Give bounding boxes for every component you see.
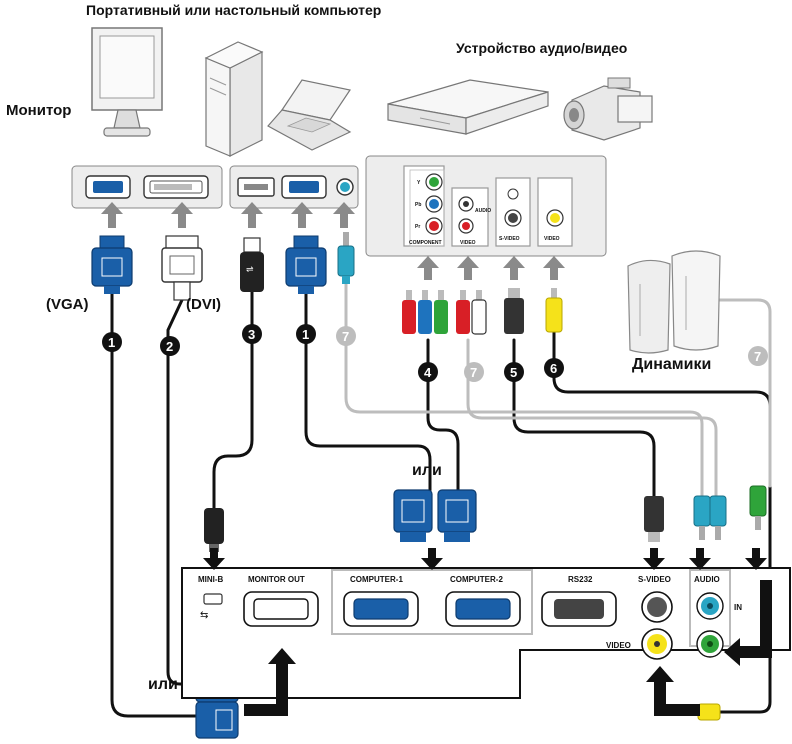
port-label-mini-b: MINI-B	[198, 575, 224, 584]
svg-text:⇌: ⇌	[246, 265, 254, 275]
av-output-panel: Y Pb Pr COMPONENT AUDIO VIDEO S-VIDEO VI…	[365, 155, 607, 257]
port-label-monitor-out: MONITOR OUT	[248, 575, 305, 584]
svideo-plug-lower	[644, 496, 664, 542]
computer-illustration	[204, 41, 352, 157]
av-device-label: Устройство аудио/видео	[456, 40, 628, 56]
arrow-up-icon	[101, 202, 123, 228]
cable-number-7c: 7	[754, 349, 761, 364]
port-label-in: IN	[734, 603, 742, 612]
vga-plug-computer	[285, 235, 327, 294]
arrow-up-icon	[457, 256, 479, 280]
projector-arrows	[203, 548, 772, 716]
arrow-up-icon	[333, 202, 355, 228]
computer-port-panel	[229, 165, 359, 209]
camcorder-illustration	[563, 77, 653, 141]
port-label-rs232: RS232	[568, 575, 593, 584]
cables	[110, 280, 772, 718]
vga-plug-pair	[393, 489, 477, 542]
arrow-down-icon	[203, 548, 225, 570]
arrow-down-icon	[643, 548, 665, 570]
cable-number-7a: 7	[342, 329, 349, 344]
speakers-label: Динамики	[632, 356, 712, 373]
arrow-up-icon	[543, 256, 565, 280]
cable-number-1b: 1	[302, 327, 309, 342]
video-rca-plug	[545, 288, 563, 333]
usb-icon: ⇆	[200, 610, 208, 621]
vga-label: (VGA)	[46, 296, 89, 313]
av-video-label-2: VIDEO	[544, 236, 560, 242]
dvi-plug	[161, 235, 203, 301]
component-plugs	[402, 290, 448, 334]
svideo-plug	[504, 288, 524, 334]
arrow-up-icon	[241, 202, 263, 228]
arrow-down-icon	[689, 548, 711, 570]
av-video-label-1: VIDEO	[460, 240, 476, 246]
av-component-label: COMPONENT	[409, 240, 442, 246]
cable-number-5: 5	[510, 365, 517, 380]
usb-plug: ⇌	[240, 237, 264, 292]
port-label-audio: AUDIO	[694, 575, 720, 584]
cable-number-6: 6	[550, 361, 557, 376]
cable-number-2: 2	[166, 339, 173, 354]
arrow-up-icon	[171, 202, 193, 228]
port-label-s-video: S-VIDEO	[638, 575, 671, 584]
dvi-label: (DVI)	[186, 296, 221, 313]
av-audio-label: AUDIO	[475, 208, 491, 214]
audio-rca-plugs	[456, 290, 487, 335]
port-label-computer-2: COMPUTER-2	[450, 575, 503, 584]
audio-jack-plugs-lower	[693, 485, 767, 540]
av-player-illustration	[387, 79, 549, 135]
or-label-monitor: или	[148, 676, 178, 693]
cable-number-7b: 7	[470, 365, 477, 380]
arrow-up-icon	[503, 256, 525, 280]
arrow-up-icon	[291, 202, 313, 228]
audio-jack-plug	[337, 232, 355, 284]
av-svideo-label: S-VIDEO	[499, 236, 520, 242]
av-y-label: Y	[417, 180, 421, 186]
speakers-illustration	[627, 250, 721, 354]
computer-label: Портативный или настольный компьютер	[86, 2, 382, 18]
arrow-up-icon	[417, 256, 439, 280]
monitor-port-panel	[71, 165, 223, 209]
port-label-computer-1: COMPUTER-1	[350, 575, 403, 584]
cable-number-3: 3	[248, 327, 255, 342]
projector-panel: ⇆ MINI-B MONITOR OUT COMPUTER-1 COMPUTER…	[181, 567, 791, 699]
av-pr-label: Pr	[415, 224, 420, 230]
input-arrows	[101, 202, 565, 280]
usb-mini-plug	[204, 508, 224, 552]
arrow-down-icon	[745, 548, 767, 570]
arrow-up-icon	[646, 666, 700, 716]
cable-markers: 1 2 3 1 7 4 7 5 6 7	[102, 324, 768, 382]
port-label-video: VIDEO	[606, 641, 631, 650]
av-pb-label: Pb	[415, 202, 421, 208]
arrow-up-icon	[244, 648, 296, 716]
monitor-illustration	[91, 27, 163, 137]
monitor-label: Монитор	[6, 102, 72, 119]
cable-number-1: 1	[108, 335, 115, 350]
or-label-vga: или	[412, 462, 442, 479]
cable-number-4: 4	[424, 365, 432, 380]
arrow-down-icon	[421, 548, 443, 570]
arrow-left-icon	[724, 580, 772, 666]
vga-plug-monitor	[91, 235, 133, 294]
